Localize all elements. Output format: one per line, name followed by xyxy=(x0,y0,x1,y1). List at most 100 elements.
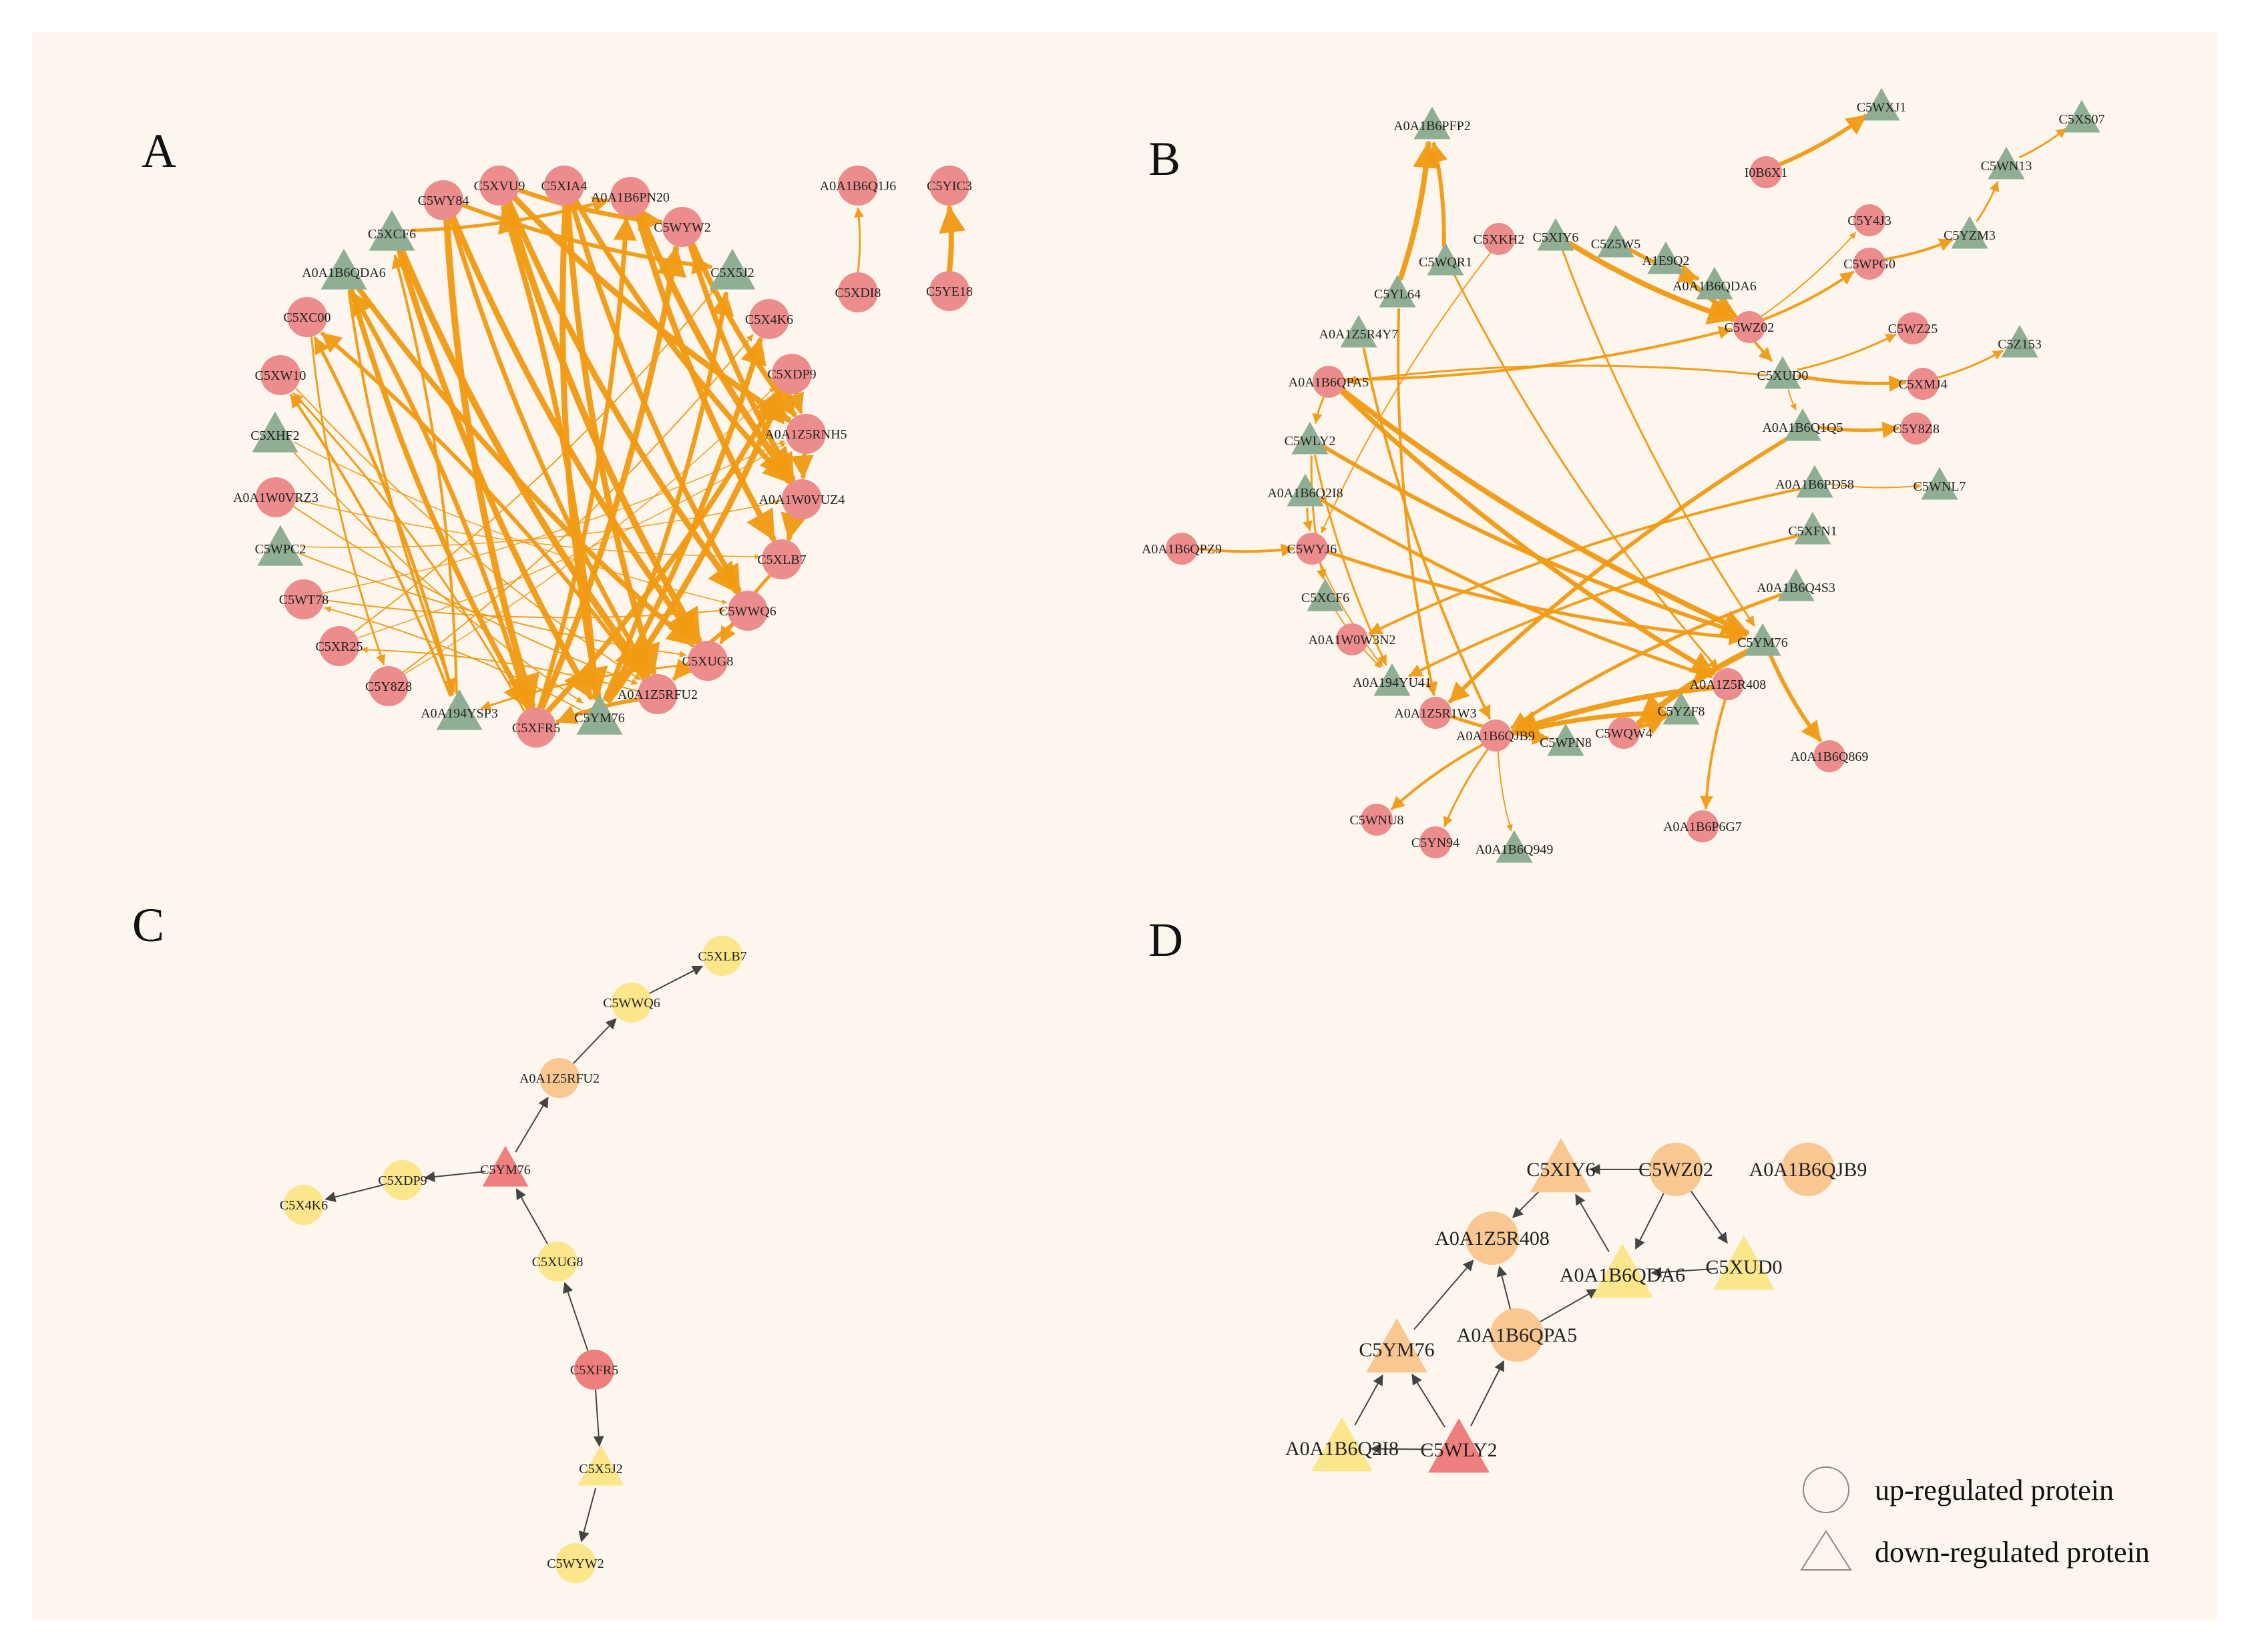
node-c5ym76[interactable]: C5YM76 xyxy=(1737,623,1788,656)
node-c5xc00[interactable]: C5XC00 xyxy=(283,297,331,337)
node-a0a1w0w3n2[interactable]: A0A1W0W3N2 xyxy=(1308,623,1396,655)
node-i0b6x1[interactable]: I0B6X1 xyxy=(1745,156,1787,188)
node-a0a194yu41[interactable]: A0A194YU41 xyxy=(1353,663,1431,696)
node-c5xug8[interactable]: C5XUG8 xyxy=(532,1242,584,1282)
node-c5wn13[interactable]: C5WN13 xyxy=(1981,146,2032,180)
node-c5yzf8[interactable]: C5YZF8 xyxy=(1657,692,1705,725)
node-a0a1b6q2i8[interactable]: A0A1B6Q2I8 xyxy=(1285,1416,1399,1472)
node-a0a1b6qda6[interactable]: A0A1B6QDA6 xyxy=(302,248,386,290)
node-a0a1b6qda6[interactable]: A0A1B6QDA6 xyxy=(1560,1243,1685,1298)
node-c5yzm3[interactable]: C5YZM3 xyxy=(1944,216,1996,249)
node-a0a1b6pn20[interactable]: A0A1B6PN20 xyxy=(591,177,670,217)
node-c5y8z8[interactable]: C5Y8Z8 xyxy=(1893,412,1940,445)
node-c5wly2[interactable]: C5WLY2 xyxy=(1285,421,1336,455)
node-c5wwq6[interactable]: C5WWQ6 xyxy=(719,591,776,631)
node-c5ym76[interactable]: C5YM76 xyxy=(1359,1318,1435,1373)
node-a1e9q2[interactable]: A1E9Q2 xyxy=(1642,241,1690,274)
node-c5xkh2[interactable]: C5XKH2 xyxy=(1474,223,1525,255)
node-a0a1b6qpa5[interactable]: A0A1B6QPA5 xyxy=(1457,1308,1578,1362)
node-c5wyw2[interactable]: C5WYW2 xyxy=(547,1543,604,1583)
node-c5x5j2[interactable]: C5X5J2 xyxy=(709,248,756,290)
node-c5wly2[interactable]: C5WLY2 xyxy=(1420,1418,1498,1473)
node-c5wpc2[interactable]: C5WPC2 xyxy=(255,525,306,566)
node-a0a1z5rfu2[interactable]: A0A1Z5RFU2 xyxy=(618,674,698,714)
node-a0a194ysp3[interactable]: A0A194YSP3 xyxy=(421,689,498,730)
node-c5xdp9[interactable]: C5XDP9 xyxy=(378,1160,427,1200)
node-c5xug8[interactable]: C5XUG8 xyxy=(682,641,734,681)
node-a0a1b6q1j6[interactable]: A0A1B6Q1J6 xyxy=(820,166,896,206)
node-c5wqr1[interactable]: C5WQR1 xyxy=(1419,242,1472,276)
node-c5xmj4[interactable]: C5XMJ4 xyxy=(1898,368,1948,400)
node-c5xvu9[interactable]: C5XVU9 xyxy=(474,166,525,206)
node-c5xfn1[interactable]: C5XFN1 xyxy=(1788,511,1837,545)
node-c5wxj1[interactable]: C5WXJ1 xyxy=(1857,87,1906,121)
node-c5wz02[interactable]: C5WZ02 xyxy=(1725,311,1774,343)
node-c5xia4[interactable]: C5XIA4 xyxy=(541,166,588,206)
node-c5xiy6[interactable]: C5XIY6 xyxy=(1526,1137,1596,1193)
node-c5wpn8[interactable]: C5WPN8 xyxy=(1540,723,1592,756)
node-a0a1w0vuz4[interactable]: A0A1W0VUZ4 xyxy=(759,479,845,519)
node-c5wy84[interactable]: C5WY84 xyxy=(418,180,469,220)
node-c5xiy6[interactable]: C5XIY6 xyxy=(1533,218,1579,251)
node-a0a1z5rnh5[interactable]: A0A1Z5RNH5 xyxy=(764,414,847,454)
node-a0a1z5r408[interactable]: A0A1Z5R408 xyxy=(1435,1211,1550,1265)
node-c5xhf2[interactable]: C5XHF2 xyxy=(250,411,300,453)
node-c5yic3[interactable]: C5YIC3 xyxy=(927,166,972,206)
node-c5y8z8[interactable]: C5Y8Z8 xyxy=(365,666,412,706)
node-c5x5j2[interactable]: C5X5J2 xyxy=(578,1444,624,1486)
node-c5wqw4[interactable]: C5WQW4 xyxy=(1595,717,1652,749)
node-c5y4j3[interactable]: C5Y4J3 xyxy=(1847,204,1891,236)
node-label: A0A1B6PFP2 xyxy=(1393,119,1471,133)
node-c5wwq6[interactable]: C5WWQ6 xyxy=(603,983,660,1023)
node-c5yl64[interactable]: C5YL64 xyxy=(1374,274,1421,308)
node-c5xcf6[interactable]: C5XCF6 xyxy=(1301,578,1349,611)
node-a0a1b6q1q5[interactable]: A0A1B6Q1Q5 xyxy=(1762,408,1843,441)
node-c5x4k6[interactable]: C5X4K6 xyxy=(280,1185,328,1225)
node-c5xlb7[interactable]: C5XLB7 xyxy=(757,539,807,579)
node-c5wz02[interactable]: C5WZ02 xyxy=(1638,1143,1713,1196)
node-a0a1b6qda6[interactable]: A0A1B6QDA6 xyxy=(1672,266,1757,300)
node-a0a1z5r408[interactable]: A0A1Z5R408 xyxy=(1690,668,1766,700)
node-c5xr25[interactable]: C5XR25 xyxy=(315,626,363,666)
node-c5xud0[interactable]: C5XUD0 xyxy=(1757,356,1809,389)
node-a0a1z5rfu2[interactable]: A0A1Z5RFU2 xyxy=(519,1058,600,1098)
node-c5xdp9[interactable]: C5XDP9 xyxy=(767,354,817,394)
node-a0a1b6q4s3[interactable]: A0A1B6Q4S3 xyxy=(1757,568,1835,601)
node-a0a1b6pfp2[interactable]: A0A1B6PFP2 xyxy=(1393,106,1471,140)
node-c5wz25[interactable]: C5WZ25 xyxy=(1888,312,1938,344)
node-a0a1b6q869[interactable]: A0A1B6Q869 xyxy=(1791,740,1869,772)
node-c5xlb7[interactable]: C5XLB7 xyxy=(698,936,747,976)
node-c5wt78[interactable]: C5WT78 xyxy=(279,579,328,619)
node-c5wnu8[interactable]: C5WNU8 xyxy=(1349,804,1404,836)
node-c5xcf6[interactable]: C5XCF6 xyxy=(368,210,416,251)
node-c5ym76[interactable]: C5YM76 xyxy=(574,694,625,735)
node-c5z5w5[interactable]: C5Z5W5 xyxy=(1591,224,1640,258)
node-c5xfr5[interactable]: C5XFR5 xyxy=(570,1350,618,1390)
node-c5wpg0[interactable]: C5WPG0 xyxy=(1843,248,1895,280)
node-a0a1b6qjb9[interactable]: A0A1B6QJB9 xyxy=(1456,720,1535,752)
node-c5xud0[interactable]: C5XUD0 xyxy=(1705,1235,1783,1290)
node-c5wyw2[interactable]: C5WYW2 xyxy=(654,207,711,247)
node-a0a1z5r1w3[interactable]: A0A1Z5R1W3 xyxy=(1394,697,1477,729)
node-c5yn94[interactable]: C5YN94 xyxy=(1411,826,1459,858)
node-c5wyj6[interactable]: C5WYJ6 xyxy=(1287,533,1337,565)
node-a0a1b6qpz9[interactable]: A0A1B6QPZ9 xyxy=(1142,533,1222,565)
node-c5xfr5[interactable]: C5XFR5 xyxy=(512,708,560,748)
node-c5xdi8[interactable]: C5XDI8 xyxy=(835,272,881,312)
node-c5ym76[interactable]: C5YM76 xyxy=(480,1145,531,1187)
node-a0a1b6pd58[interactable]: A0A1B6PD58 xyxy=(1775,465,1854,498)
node-a0a1w0vrz3[interactable]: A0A1W0VRZ3 xyxy=(233,477,318,517)
node-c5xw10[interactable]: C5XW10 xyxy=(255,355,306,395)
node-c5x4k6[interactable]: C5X4K6 xyxy=(745,299,793,339)
node-a0a1z5r4y7[interactable]: A0A1Z5R4Y7 xyxy=(1319,314,1399,348)
node-a0a1b6qjb9[interactable]: A0A1B6QJB9 xyxy=(1749,1143,1867,1196)
node-a0a1b6p6g7[interactable]: A0A1B6P6G7 xyxy=(1663,810,1742,842)
node-a0a1b6q949[interactable]: A0A1B6Q949 xyxy=(1476,830,1554,863)
node-a0a1b6q2i8[interactable]: A0A1B6Q2I8 xyxy=(1267,473,1343,507)
node-c5z153[interactable]: C5Z153 xyxy=(1998,324,2042,358)
node-a0a1b6qpa5[interactable]: A0A1B6QPA5 xyxy=(1289,366,1369,398)
node-c5xs07[interactable]: C5XS07 xyxy=(2059,99,2105,133)
edge-c8-c9 xyxy=(578,1487,597,1543)
node-c5wnl7[interactable]: C5WNL7 xyxy=(1914,467,1966,500)
node-c5ye18[interactable]: C5YE18 xyxy=(926,271,973,311)
